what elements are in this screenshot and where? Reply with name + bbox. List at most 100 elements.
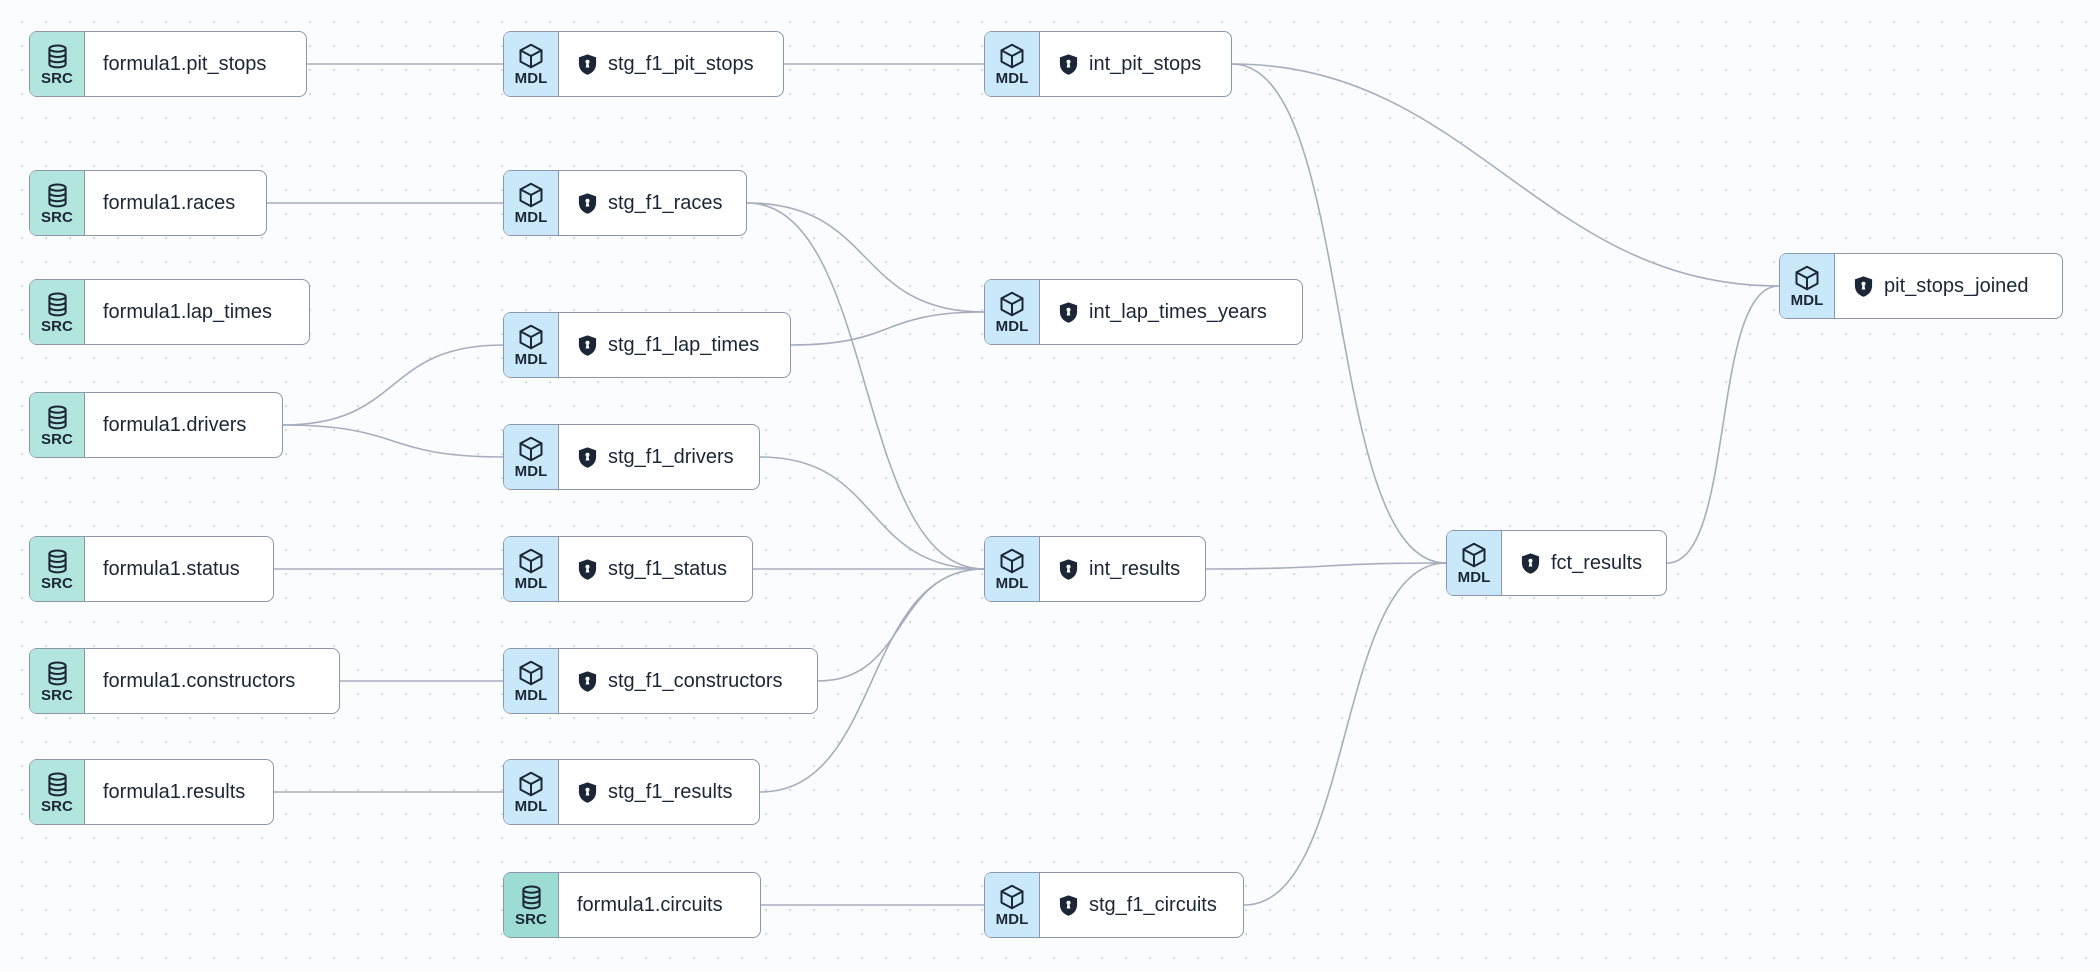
node-type-tile: MDL xyxy=(985,537,1040,601)
node-kind-badge: MDL xyxy=(514,798,548,816)
node-int_pit_stops[interactable]: MDL int_pit_stops xyxy=(984,31,1232,97)
cube-icon xyxy=(1000,885,1024,910)
node-kind-badge: MDL xyxy=(514,463,548,481)
node-stg_constructors[interactable]: MDL stg_f1_constructors xyxy=(503,648,818,714)
node-src_drivers[interactable]: SRC formula1.drivers xyxy=(29,392,283,458)
node-label: formula1.results xyxy=(103,780,246,803)
node-label: formula1.lap_times xyxy=(103,300,272,323)
lineage-edge-stg_results-to-int_results xyxy=(759,568,985,793)
node-int_lap_times_years[interactable]: MDL int_lap_times_years xyxy=(984,279,1303,345)
node-type-tile: MDL xyxy=(504,649,559,713)
database-icon xyxy=(47,183,67,208)
shield-lock-icon xyxy=(578,670,597,692)
database-icon xyxy=(47,292,67,317)
cube-icon xyxy=(1000,292,1024,317)
shield-lock-icon xyxy=(578,334,597,356)
node-label: int_lap_times_years xyxy=(1089,300,1267,323)
node-body: int_lap_times_years xyxy=(1040,280,1302,344)
node-label: pit_stops_joined xyxy=(1884,274,2029,297)
node-type-tile: MDL xyxy=(504,32,559,96)
database-icon xyxy=(47,772,67,797)
node-type-tile: SRC xyxy=(30,649,85,713)
cube-icon xyxy=(519,549,543,574)
cube-icon xyxy=(1462,543,1486,568)
cube-icon xyxy=(519,661,543,686)
node-src_races[interactable]: SRC formula1.races xyxy=(29,170,267,236)
node-body: formula1.results xyxy=(85,760,273,824)
node-stg_races[interactable]: MDL stg_f1_races xyxy=(503,170,747,236)
database-icon xyxy=(47,44,67,69)
node-src_results[interactable]: SRC formula1.results xyxy=(29,759,274,825)
node-label: stg_f1_races xyxy=(608,191,723,214)
node-type-tile: MDL xyxy=(1780,254,1835,318)
node-stg_status[interactable]: MDL stg_f1_status xyxy=(503,536,753,602)
node-kind-badge: SRC xyxy=(41,208,73,226)
shield-lock-icon xyxy=(578,192,597,214)
node-body: stg_f1_pit_stops xyxy=(559,32,783,96)
node-kind-badge: SRC xyxy=(41,317,73,335)
node-label: stg_f1_status xyxy=(608,557,727,580)
lineage-edge-int_pit_stops-to-pit_stops_joined xyxy=(1231,63,1780,287)
node-type-tile: MDL xyxy=(985,873,1040,937)
node-kind-badge: MDL xyxy=(514,575,548,593)
node-src_pit_stops[interactable]: SRC formula1.pit_stops xyxy=(29,31,307,97)
node-kind-badge: SRC xyxy=(41,797,73,815)
node-kind-badge: MDL xyxy=(995,70,1029,88)
node-src_lap_times[interactable]: SRC formula1.lap_times xyxy=(29,279,310,345)
shield-lock-icon xyxy=(578,53,597,75)
node-body: fct_results xyxy=(1502,531,1666,595)
node-fct_results[interactable]: MDL fct_results xyxy=(1446,530,1667,596)
node-stg_pit_stops[interactable]: MDL stg_f1_pit_stops xyxy=(503,31,784,97)
node-stg_drivers[interactable]: MDL stg_f1_drivers xyxy=(503,424,760,490)
lineage-edge-src_drivers-to-stg_drivers xyxy=(282,424,504,458)
node-src_status[interactable]: SRC formula1.status xyxy=(29,536,274,602)
node-kind-badge: MDL xyxy=(514,687,548,705)
node-type-tile: MDL xyxy=(504,760,559,824)
node-stg_results[interactable]: MDL stg_f1_results xyxy=(503,759,760,825)
node-label: stg_f1_pit_stops xyxy=(608,52,754,75)
lineage-edge-stg_races-to-int_results xyxy=(746,202,985,570)
lineage-edge-fct_results-to-pit_stops_joined xyxy=(1666,285,1780,564)
lineage-edge-src_drivers-to-stg_lap_times xyxy=(282,344,504,426)
node-src_constructors[interactable]: SRC formula1.constructors xyxy=(29,648,340,714)
node-type-tile: MDL xyxy=(1447,531,1502,595)
cube-icon xyxy=(519,772,543,797)
node-label: int_pit_stops xyxy=(1089,52,1202,75)
database-icon xyxy=(47,549,67,574)
node-type-tile: SRC xyxy=(30,32,85,96)
node-stg_lap_times[interactable]: MDL stg_f1_lap_times xyxy=(503,312,791,378)
node-label: stg_f1_lap_times xyxy=(608,333,760,356)
node-body: formula1.status xyxy=(85,537,273,601)
lineage-edge-stg_lap_times-to-int_lap_times_years xyxy=(790,311,985,346)
node-body: stg_f1_constructors xyxy=(559,649,817,713)
node-label: stg_f1_drivers xyxy=(608,445,734,468)
node-type-tile: SRC xyxy=(30,393,85,457)
node-type-tile: MDL xyxy=(504,425,559,489)
node-kind-badge: SRC xyxy=(41,686,73,704)
node-body: formula1.constructors xyxy=(85,649,339,713)
node-body: int_pit_stops xyxy=(1040,32,1231,96)
node-kind-badge: MDL xyxy=(995,911,1029,929)
node-label: formula1.constructors xyxy=(103,669,296,692)
node-pit_stops_joined[interactable]: MDL pit_stops_joined xyxy=(1779,253,2063,319)
node-body: formula1.circuits xyxy=(559,873,760,937)
shield-lock-icon xyxy=(1854,275,1873,297)
node-stg_circuits[interactable]: MDL stg_f1_circuits xyxy=(984,872,1244,938)
node-body: int_results xyxy=(1040,537,1205,601)
node-body: stg_f1_races xyxy=(559,171,746,235)
node-label: formula1.pit_stops xyxy=(103,52,267,75)
shield-lock-icon xyxy=(1059,558,1078,580)
node-body: stg_f1_circuits xyxy=(1040,873,1243,937)
lineage-edge-int_pit_stops-to-fct_results xyxy=(1231,63,1447,564)
cube-icon xyxy=(519,325,543,350)
node-src_circuits[interactable]: SRC formula1.circuits xyxy=(503,872,761,938)
cube-icon xyxy=(1000,44,1024,69)
node-kind-badge: MDL xyxy=(514,209,548,227)
node-int_results[interactable]: MDL int_results xyxy=(984,536,1206,602)
node-type-tile: SRC xyxy=(30,171,85,235)
node-kind-badge: MDL xyxy=(514,70,548,88)
node-kind-badge: SRC xyxy=(41,430,73,448)
node-body: stg_f1_drivers xyxy=(559,425,759,489)
shield-lock-icon xyxy=(1059,894,1078,916)
